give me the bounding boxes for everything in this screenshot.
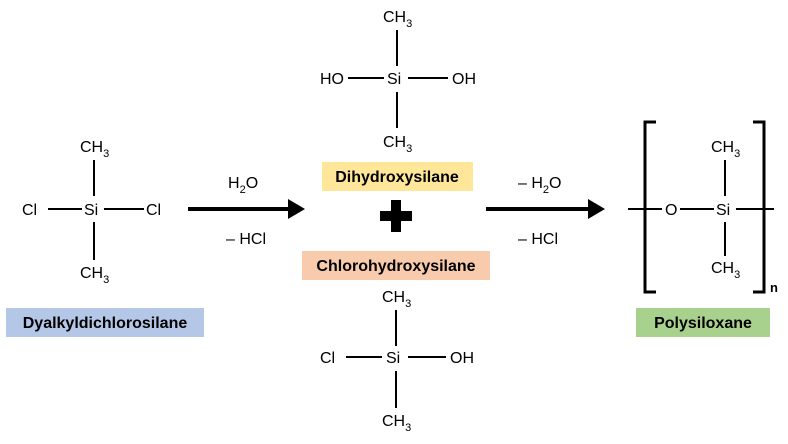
silicon-center: Si	[386, 350, 400, 367]
methyl-top: CH3	[711, 139, 740, 160]
molecule-chlorohydroxysilane: Chlorohydroxysilane CH3 Cl Si OH CH3	[302, 251, 490, 434]
methyl-top: CH3	[80, 139, 109, 160]
left-bracket	[643, 120, 656, 294]
molecule-polysiloxane: CH3 O Si CH3 n Polysiloxane	[628, 120, 778, 337]
reagent-above: – H2O	[518, 175, 561, 196]
chlorine-left: Cl	[22, 202, 37, 219]
molecule-name: Polysiloxane	[654, 315, 752, 332]
methyl-top: CH3	[382, 289, 411, 310]
hydroxyl-right: OH	[452, 71, 476, 88]
name-box	[636, 308, 770, 337]
byproduct-below: – HCl	[226, 231, 266, 248]
methyl-bottom: CH3	[711, 260, 740, 281]
name-box	[322, 162, 473, 191]
molecule-dihydroxysilane: CH3 HO Si OH CH3 Dihydroxysilane	[320, 9, 476, 191]
methyl-top: CH3	[383, 9, 412, 30]
plus-sign	[380, 200, 412, 232]
right-bracket	[753, 120, 766, 294]
molecule-name: Dyalkyldichlorosilane	[23, 315, 188, 332]
reaction-arrow-1: H2O – HCl	[188, 175, 305, 248]
silicon-center: Si	[84, 202, 98, 219]
hydroxyl-left: HO	[320, 71, 344, 88]
repeat-unit-n: n	[770, 280, 778, 295]
name-box	[6, 308, 204, 337]
methyl-bottom: CH3	[80, 265, 109, 286]
hydroxyl-right: OH	[450, 350, 474, 367]
reaction-arrow-2: – H2O – HCl	[486, 175, 605, 248]
molecule-name: Chlorohydroxysilane	[316, 258, 475, 275]
silicon-center: Si	[387, 71, 401, 88]
arrow-head	[588, 199, 605, 219]
byproduct-below: – HCl	[518, 231, 558, 248]
plus-vertical	[391, 200, 401, 232]
reagent-above: H2O	[228, 175, 258, 196]
molecule-dichlorosilane: CH3 Cl Si Cl CH3 Dyalkyldichlorosilane	[6, 139, 204, 337]
molecule-name: Dihydroxysilane	[335, 169, 459, 186]
methyl-bottom: CH3	[382, 413, 411, 434]
chlorine-left: Cl	[320, 350, 335, 367]
chlorine-right: Cl	[146, 202, 161, 219]
name-box	[302, 251, 490, 280]
methyl-bottom: CH3	[383, 134, 412, 155]
silicon-center: Si	[716, 202, 730, 219]
oxygen: O	[665, 202, 677, 219]
arrow-head	[288, 199, 305, 219]
